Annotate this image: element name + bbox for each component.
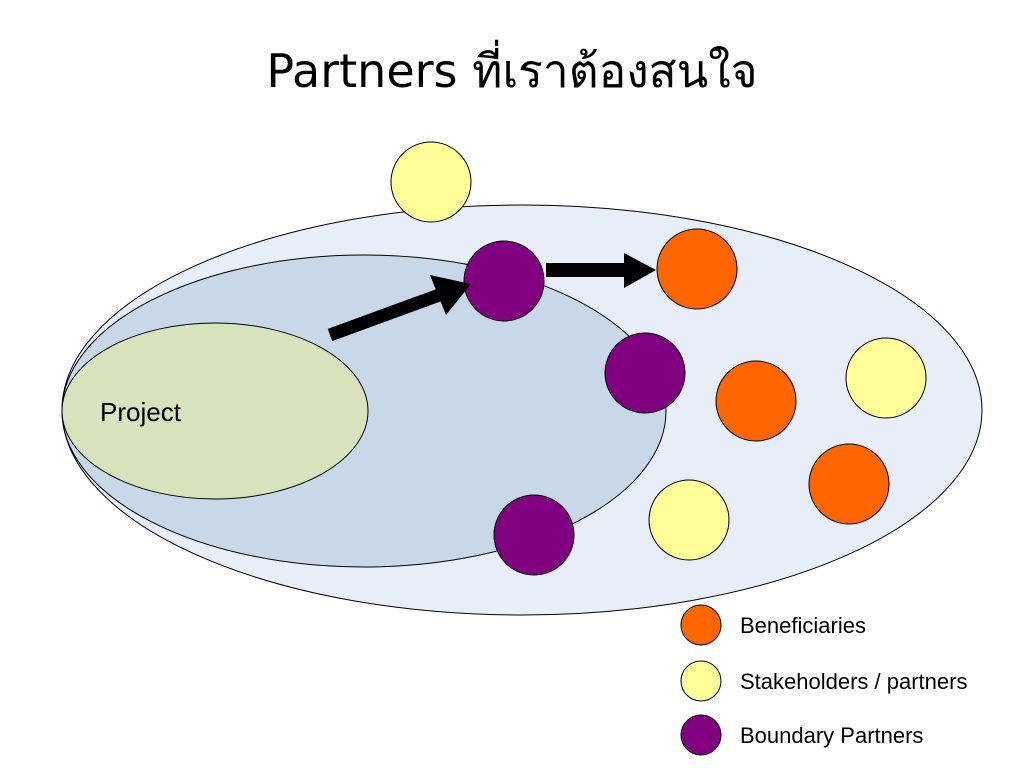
- boundary-partner-circle: [604, 332, 686, 414]
- legend: Beneficiaries Stakeholders / partners Bo…: [680, 604, 967, 756]
- project-label: Project: [100, 397, 182, 427]
- arrowhead-project-to-boundary-partner: [430, 275, 471, 315]
- boundary-partner-circle: [463, 240, 545, 322]
- legend-item-beneficiaries: Beneficiaries: [680, 604, 866, 646]
- stakeholder-circle: [648, 479, 730, 561]
- arrow-project-to-boundary-partner: [327, 287, 445, 342]
- legend-label-stakeholders: Stakeholders / partners: [740, 669, 967, 694]
- beneficiary-circle: [656, 228, 738, 310]
- legend-label-beneficiaries: Beneficiaries: [740, 613, 866, 638]
- legend-item-stakeholders: Stakeholders / partners: [680, 660, 967, 702]
- arrowhead-boundary-partner-to-beneficiary: [624, 253, 656, 288]
- slide-title: Partners ที่เราต้องสนใจ: [266, 44, 758, 98]
- stakeholders-swatch: [680, 660, 722, 702]
- legend-item-boundary-partners: Boundary Partners: [680, 714, 923, 756]
- boundary-partner-circle: [493, 494, 575, 576]
- stakeholder-circle: [845, 337, 927, 419]
- project-ellipse: [61, 322, 369, 500]
- stakeholder-circle: [390, 141, 472, 223]
- legend-label-boundary-partners: Boundary Partners: [740, 723, 923, 748]
- boundary-partners-swatch: [680, 714, 722, 756]
- beneficiary-circle: [715, 360, 797, 442]
- beneficiary-circle: [808, 443, 890, 525]
- beneficiaries-swatch: [680, 604, 722, 646]
